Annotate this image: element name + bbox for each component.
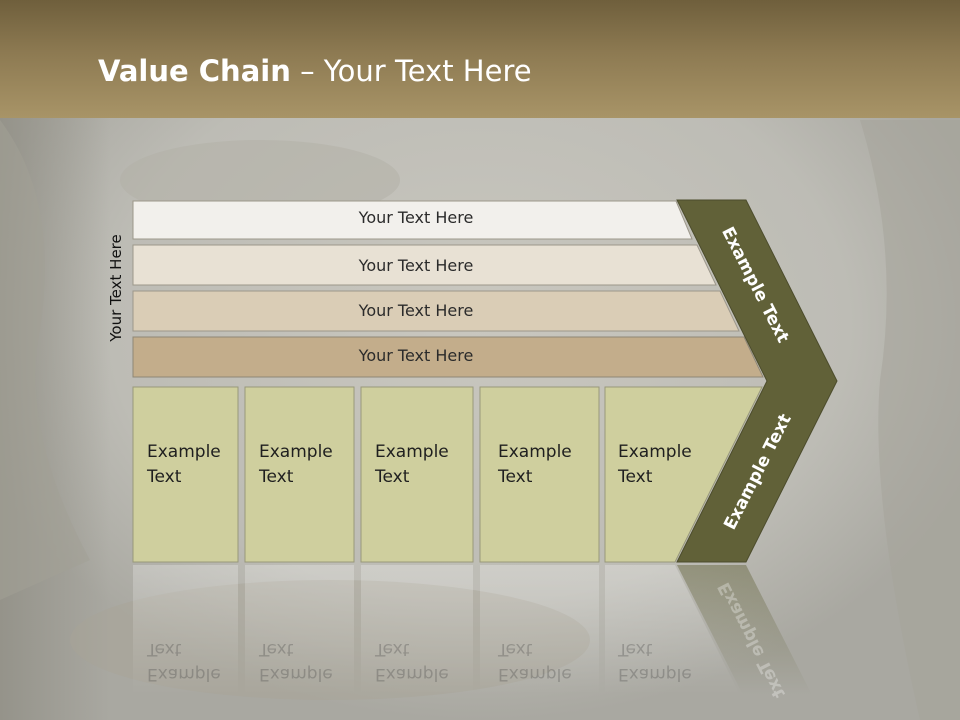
column-reflection-label-5-line2: Text	[618, 639, 653, 659]
column-label-1-line2: Text	[147, 467, 182, 487]
column-label-4-line1: Example	[498, 442, 572, 462]
column-1	[132, 386, 239, 563]
bar-label-2: Your Text Here	[358, 256, 474, 275]
bar-1	[132, 200, 693, 240]
slide-title: Value Chain – Your Text Here	[98, 54, 532, 88]
column-label-4-line2: Text	[498, 467, 533, 487]
column-label-2-line2: Text	[259, 467, 294, 487]
bar-label-1: Your Text Here	[358, 208, 474, 227]
title-rest: – Your Text Here	[290, 54, 532, 88]
column-label-3-line2: Text	[375, 467, 410, 487]
column-label-5-line1: Example	[618, 442, 692, 462]
column-reflection-1	[133, 565, 238, 695]
column-label-1-line1: Example	[147, 442, 221, 462]
column-label-2-line1: Example	[259, 442, 333, 462]
column-reflection-2	[245, 565, 354, 695]
column-reflection-label-1: Example Text	[147, 636, 221, 686]
column-reflection-label-4-line2: Text	[498, 639, 533, 659]
column-reflection-label-2-line1: Example	[259, 664, 333, 684]
column-4	[479, 386, 600, 563]
chevron-reflection	[677, 565, 812, 695]
column-label-5-line2: Text	[618, 467, 653, 487]
bar-label-3: Your Text Here	[358, 301, 474, 320]
column-label-3-line1: Example	[375, 442, 449, 462]
column-reflection-label-1-line1: Example	[147, 664, 221, 684]
bar-label-4: Your Text Here	[358, 346, 474, 365]
column-reflection-5	[605, 565, 740, 695]
column-reflection-label-2: Example Text	[259, 636, 333, 686]
column-2	[244, 386, 355, 563]
bar-3	[132, 290, 740, 332]
column-5	[604, 386, 763, 563]
column-reflection-label-1-line2: Text	[147, 639, 182, 659]
column-reflection-4	[480, 565, 599, 695]
chevron-arrow	[676, 199, 838, 563]
column-reflection-label-3-line2: Text	[375, 639, 410, 659]
title-bold: Value Chain	[98, 54, 291, 88]
bar-4	[132, 336, 764, 378]
column-reflection-label-2-line2: Text	[259, 639, 294, 659]
column-reflection-label-3: Example Text	[375, 636, 449, 686]
column-reflection-label-4-line1: Example	[498, 664, 572, 684]
column-reflection-label-5: Example Text	[618, 636, 692, 686]
column-reflection-3	[361, 565, 473, 695]
column-reflection-label-5-line1: Example	[618, 664, 692, 684]
column-reflection-label-3-line1: Example	[375, 664, 449, 684]
column-reflection-label-4: Example Text	[498, 636, 572, 686]
header-band	[0, 0, 960, 118]
bar-2	[132, 244, 717, 286]
column-3	[360, 386, 474, 563]
